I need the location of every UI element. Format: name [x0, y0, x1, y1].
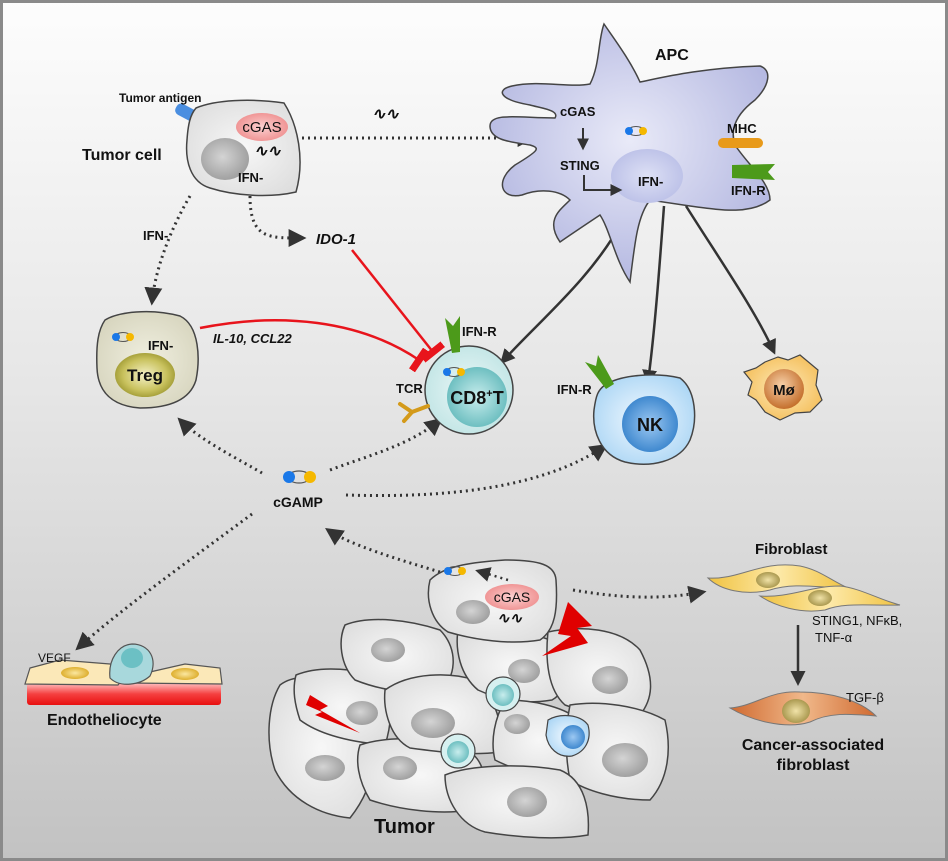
mhc-label: MHC: [727, 121, 757, 136]
cd8t-label: CD8+T: [450, 388, 503, 408]
ido1-label: IDO-1: [316, 231, 356, 248]
cgamp-label: cGAMP: [273, 494, 323, 510]
endothelial-nucleus-right: [171, 668, 199, 680]
tumor-cell: cGAS ∿∿ IFN-: [175, 99, 301, 197]
infiltrating-t-cell: [485, 676, 521, 712]
arrow-sting-ifn: [583, 175, 623, 196]
tcr-label: TCR: [396, 381, 423, 396]
treg-nucleus: [115, 353, 175, 397]
edge-cgamp-to-nk: [345, 443, 608, 498]
edges: [75, 129, 806, 686]
tumor-label: Tumor: [374, 816, 435, 838]
cd8t-cell: CD8+T IFN-R TCR: [396, 316, 514, 435]
caf-label-line-2: fibroblast: [777, 757, 851, 774]
tumor-cell-signaling-nucleus: [456, 600, 490, 624]
edge-apc-to-macrophage: [684, 205, 776, 355]
fibroblast-label: Fibroblast: [755, 541, 828, 558]
endotheliocyte-label: Endotheliocyte: [47, 712, 162, 729]
caf-nucleus: [782, 699, 810, 723]
tumor-cell-nucleus: [201, 138, 249, 180]
tumor-cgas-label: cGAS: [242, 119, 281, 136]
radiation-bolt-icon: [542, 602, 592, 656]
nk-nucleus: [622, 396, 678, 452]
apc-ifnr-label: IFN-R: [731, 183, 766, 198]
edge-apc-to-nk: [642, 205, 666, 385]
mhc-icon: [718, 138, 763, 148]
edge-tumor-to-fibroblast: [572, 585, 707, 604]
dna-transfer-icon: ∿∿: [372, 106, 399, 123]
treg-ifn-label: IFN-: [148, 338, 173, 353]
edge-tumorcell-to-treg: [144, 195, 192, 306]
vegf-label: VEGF: [38, 651, 71, 665]
tcr-icon: [398, 402, 430, 423]
apc-ifn-receptor-icon: [732, 164, 775, 180]
fibroblast-nucleus-2: [808, 590, 832, 606]
cgamp-node: cGAMP: [273, 470, 323, 510]
inhibition-ido1-cd8t: [351, 249, 446, 363]
blood-vessel: [27, 683, 221, 705]
cgas-bubble: [236, 113, 288, 141]
cgamp-icon: [444, 566, 466, 576]
cgamp-icon: [625, 126, 647, 136]
apc-cgas-label: cGAS: [560, 104, 596, 119]
endothelial-nucleus-left: [61, 667, 89, 679]
tumor-ifn-label: IFN-: [238, 170, 263, 185]
tumor-cgas-bubble: [485, 584, 539, 610]
cd8t-ifnr-label: IFN-R: [462, 324, 497, 339]
infiltrating-t-cell: [440, 733, 476, 769]
macrophage-label: Mø: [773, 382, 795, 399]
il10-ccl22-label: IL-10, CCL22: [213, 331, 293, 346]
fibroblast-cells: [706, 564, 901, 612]
nk-ifn-receptor-icon: [585, 355, 614, 389]
apc-nucleus: [611, 149, 683, 203]
inhibition-treg-cd8t: [199, 319, 429, 373]
nk-ifnr-label: IFN-R: [557, 382, 592, 397]
apc-cell: cGAS STING IFN- MHC IFN-R: [489, 22, 775, 285]
cd8t-nucleus: [447, 367, 507, 427]
macrophage-cell: Mø: [742, 354, 823, 421]
nk-cell: NK IFN-R: [557, 355, 696, 465]
caf-label-line-1: Cancer-associated: [742, 737, 884, 754]
edge-cgamp-to-cd8t: [329, 417, 443, 472]
tumor-antigen-label: Tumor antigen: [119, 91, 201, 105]
apc-sting-label: STING: [560, 158, 600, 173]
cgamp-blue-icon: [283, 471, 295, 483]
endothelium: [24, 643, 223, 705]
edge-tumor-to-cgamp: [325, 527, 441, 574]
tumor-cgas2-label: cGAS: [494, 589, 531, 605]
cgamp-icon: [112, 332, 134, 342]
apc-label: APC: [655, 47, 689, 64]
edge-tumorcell-to-ido1: [248, 195, 307, 248]
apc-ifn-label: IFN-: [638, 174, 663, 189]
treg-cell: Treg IFN-: [96, 310, 199, 409]
tumor-dna-icon: ∿∿: [497, 610, 523, 627]
cgamp-yellow-icon: [304, 471, 316, 483]
tgf-label: TGF-β: [846, 690, 884, 705]
migrating-immune-nucleus: [121, 648, 143, 668]
edge-cgamp-to-treg: [177, 417, 263, 475]
fibroblast-factors-line-2: TNF-α: [815, 630, 853, 645]
nk-label: NK: [637, 415, 663, 435]
infiltrating-nk-cell: [545, 715, 590, 757]
tumor-cell-label: Tumor cell: [82, 147, 162, 164]
fibroblast-factors-line-1: STING1, NFκB,: [812, 613, 902, 628]
radiation-bolt-icon: [306, 695, 360, 733]
cgamp-icon: [443, 367, 465, 377]
cd8t-ifn-receptor-icon: [445, 316, 460, 353]
treg-label: Treg: [127, 366, 163, 385]
edge-apc-to-cd8t: [499, 221, 624, 365]
caf-cell: [728, 691, 878, 726]
tumor-mass: cGAS ∿∿: [268, 559, 669, 839]
fibroblast-nucleus-1: [756, 572, 780, 588]
macrophage-nucleus: [764, 369, 804, 409]
ifn-to-treg-label: IFN-: [143, 228, 168, 243]
dna-icon: ∿∿: [254, 143, 281, 160]
